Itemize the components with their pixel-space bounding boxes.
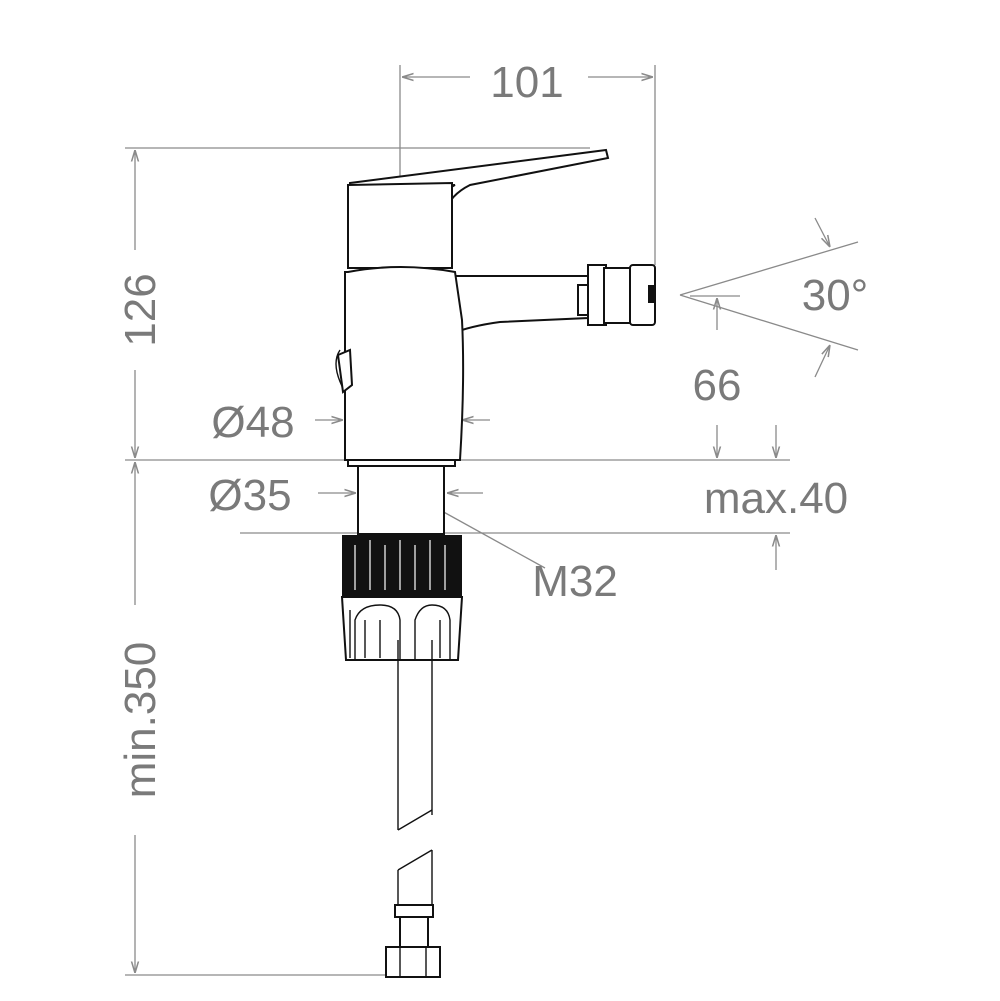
mounting-nut (342, 535, 462, 597)
dimension-label-min-350: min.350 (116, 642, 165, 799)
dimension-max-40: max.40 (704, 425, 848, 570)
dimension-126: 126 (116, 150, 165, 458)
dimension-m32: M32 (439, 509, 618, 606)
dimension-label-66: 66 (693, 361, 742, 410)
dimension-101: 101 (402, 58, 653, 107)
dimension-label-m32: M32 (532, 557, 618, 606)
dimension-label-101: 101 (490, 58, 563, 107)
dimension-label-max-40: max.40 (704, 474, 848, 523)
dimension-diameter-35: Ø35 (208, 471, 483, 520)
faucet-body (335, 148, 656, 978)
dimension-66: 66 (690, 295, 742, 458)
dimension-min-350: min.350 (116, 462, 165, 973)
dimension-label-diameter-48: Ø48 (211, 398, 294, 447)
extension-lines (125, 65, 790, 976)
dimension-label-126: 126 (116, 273, 165, 346)
dimension-label-diameter-35: Ø35 (208, 471, 291, 520)
dimension-30-degrees: 30° (679, 217, 869, 378)
dimension-label-30: 30° (802, 271, 869, 320)
